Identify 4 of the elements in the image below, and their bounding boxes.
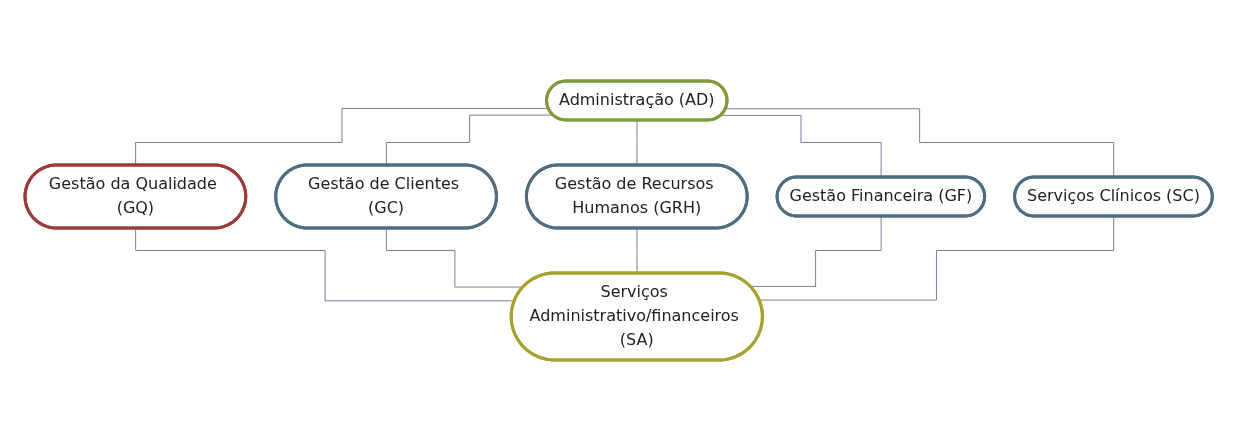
connector — [750, 216, 883, 287]
connector — [759, 216, 1115, 301]
connector — [386, 114, 554, 166]
connector — [636, 120, 639, 166]
